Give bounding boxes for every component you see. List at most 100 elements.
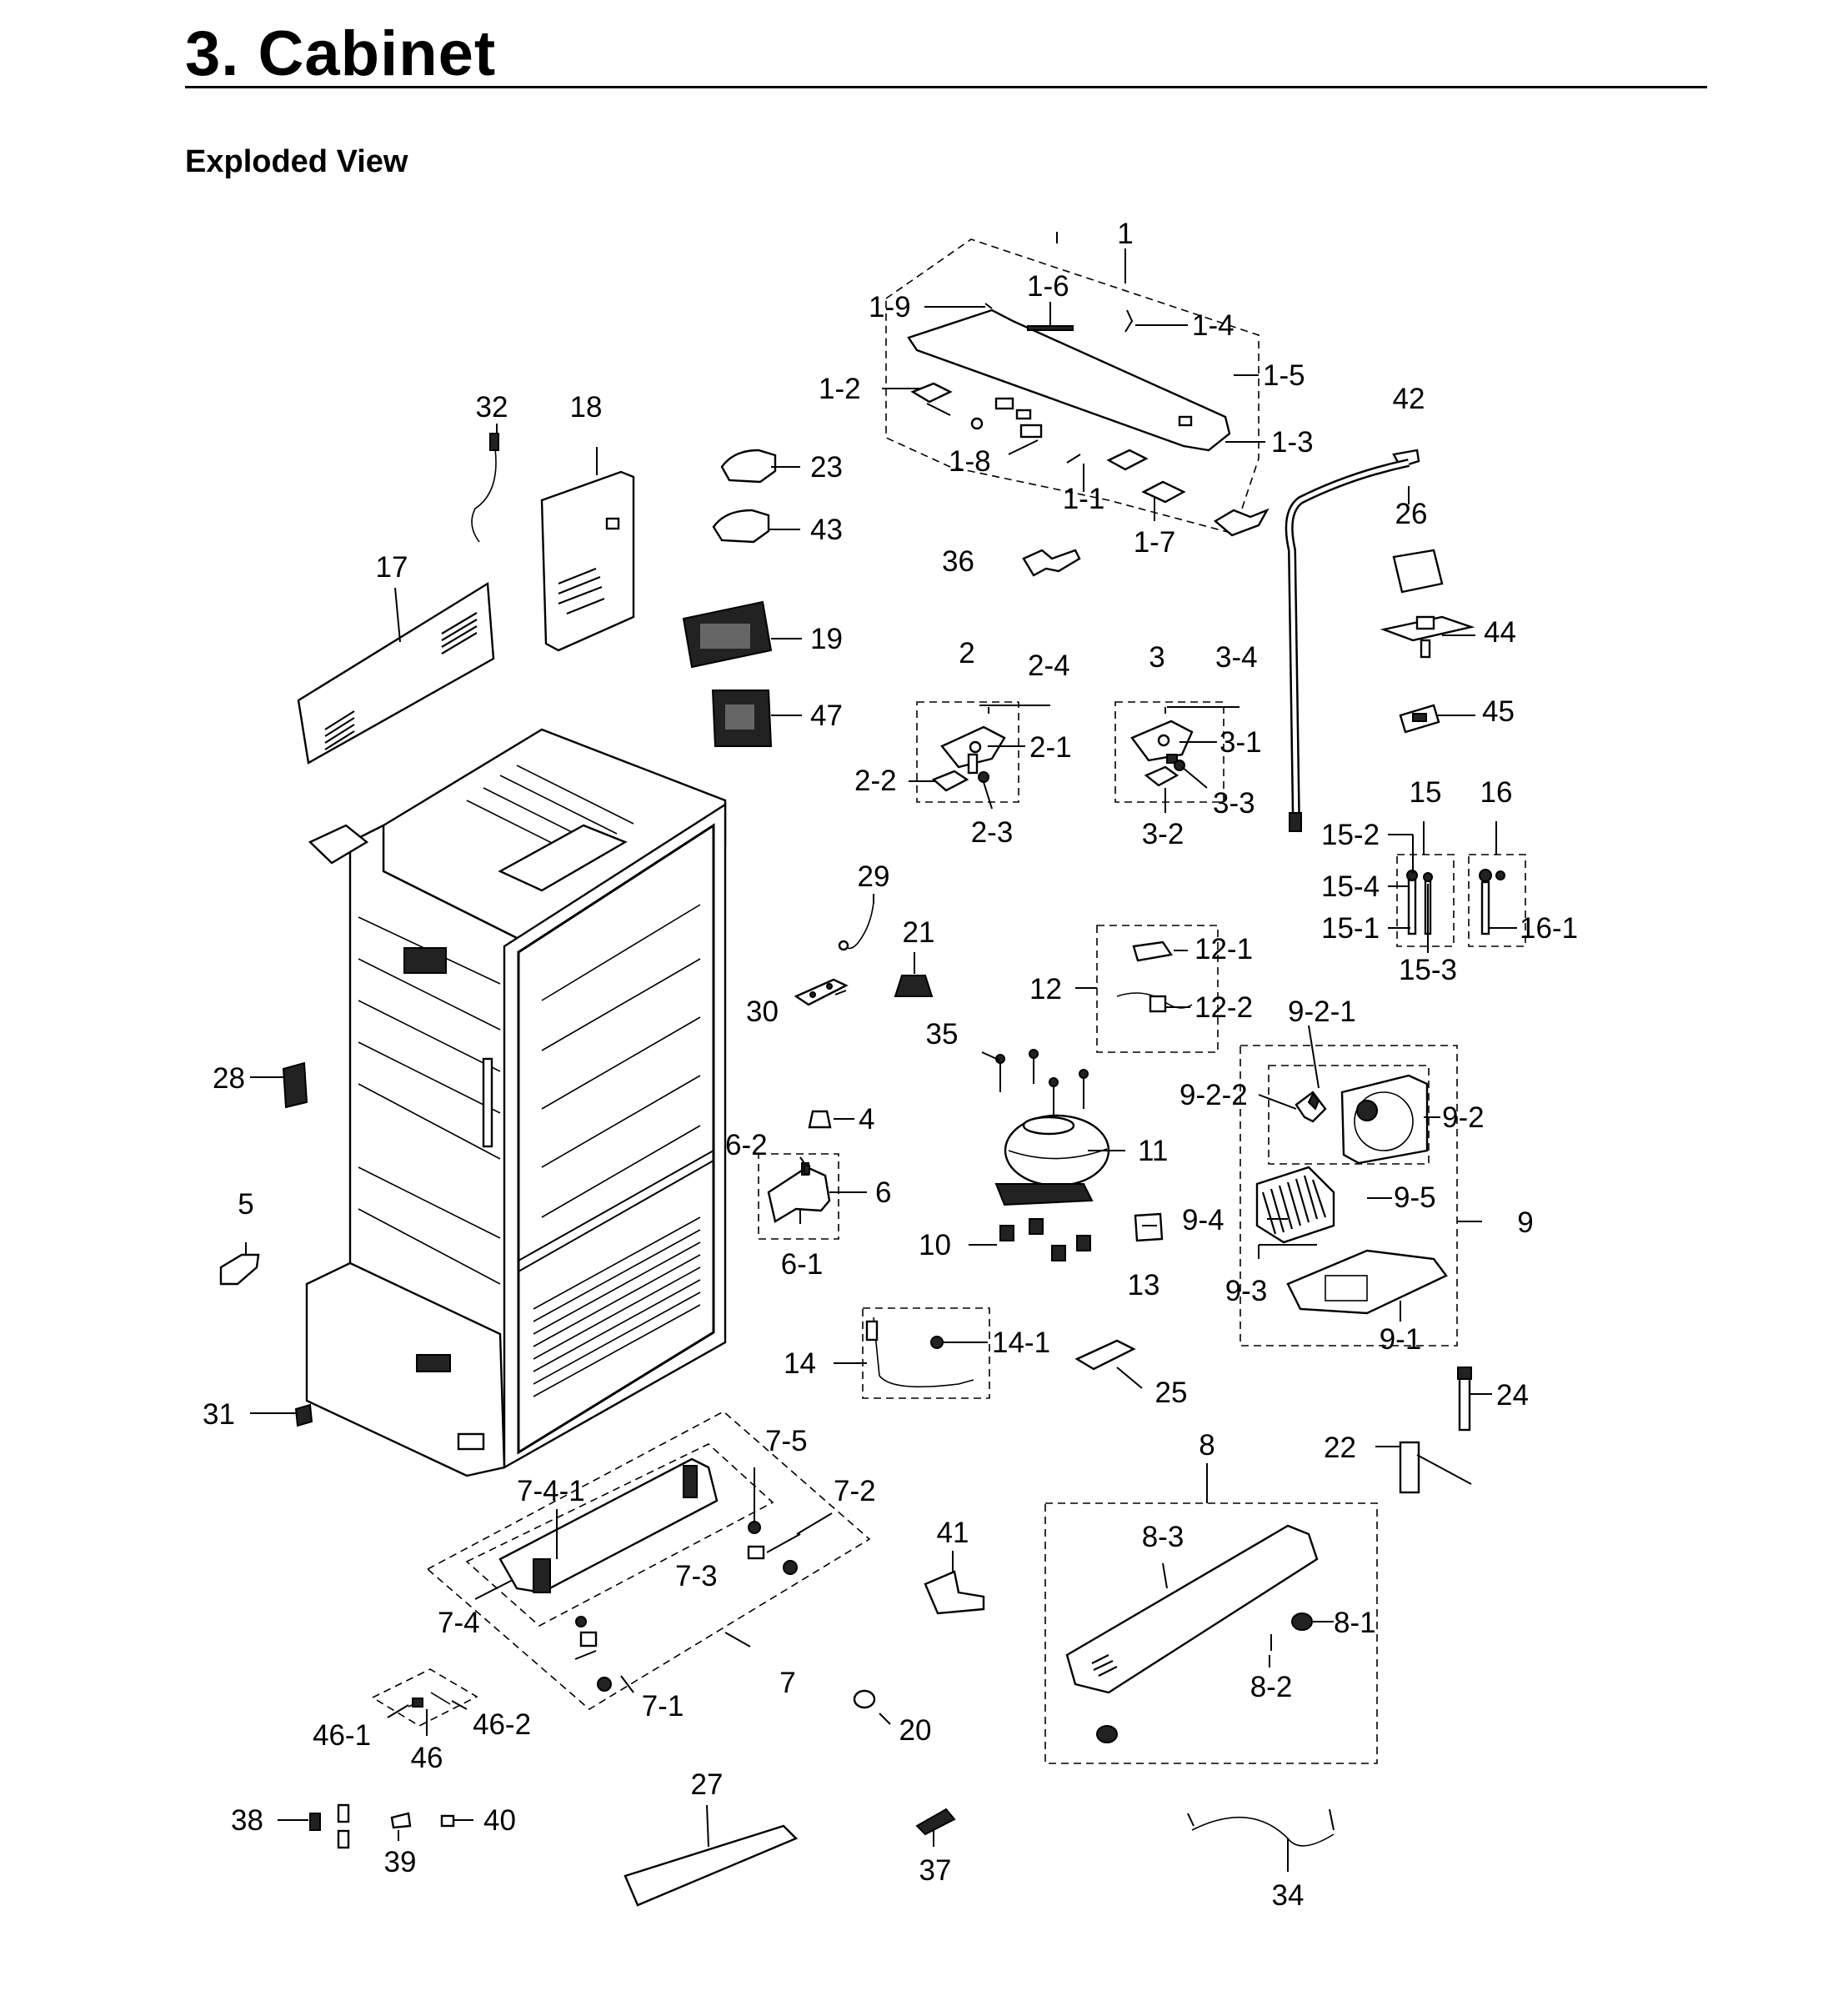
pin-icon [984, 303, 993, 309]
callout-6-2: 6-2 [725, 1129, 768, 1161]
callout-1-2: 1-2 [819, 373, 861, 405]
base-plate-icon [1065, 1524, 1319, 1743]
cover-panel-icon [540, 470, 635, 652]
callout-12-1: 12-1 [1194, 933, 1253, 965]
group-7-4-outline [465, 1443, 774, 1627]
callout-12: 12 [1029, 973, 1062, 1006]
callout-9-4: 9-4 [1182, 1204, 1224, 1236]
callout-1-3: 1-3 [1271, 426, 1314, 459]
top-hinge-cover-icon [907, 232, 1231, 452]
duct-icon [924, 1570, 985, 1615]
group-8-outline [1044, 1502, 1378, 1764]
callout-8-3: 8-3 [1142, 1521, 1184, 1553]
filter-pipe-icon [1480, 880, 1490, 935]
callout-labels: 1 1-1 1-2 1-3 1-4 1-5 1-6 1-7 1-8 1-9 2 … [203, 218, 1578, 1912]
callout-15-3: 15-3 [1399, 954, 1457, 986]
callout-18: 18 [570, 391, 603, 424]
callout-38: 38 [231, 1804, 263, 1837]
callout-9-2-2: 9-2-2 [1179, 1079, 1248, 1111]
filter-pipe-icon [1458, 1374, 1471, 1432]
callout-29: 29 [858, 860, 890, 893]
filter-icon [1399, 1441, 1420, 1494]
callout-20: 20 [899, 1714, 932, 1747]
door-trim-icon [624, 1824, 799, 1907]
hinge-clip-icon [1213, 508, 1270, 537]
bar-icon [1027, 325, 1074, 331]
cap-icon [440, 1814, 455, 1828]
callout-17: 17 [376, 551, 408, 584]
clip-icon [1124, 309, 1134, 333]
callout-2-1: 2-1 [1029, 731, 1072, 764]
callout-7-2: 7-2 [834, 1475, 876, 1507]
callout-27: 27 [691, 1768, 724, 1801]
cabinet-body-icon [305, 728, 727, 1477]
callout-9-3: 9-3 [1225, 1275, 1268, 1307]
cap-icon [894, 975, 934, 997]
parts [219, 232, 1505, 1907]
callout-15-4: 15-4 [1321, 870, 1380, 903]
callout-1-5: 1-5 [1263, 359, 1305, 392]
clip-icon [390, 1812, 412, 1829]
cap-icon [853, 1689, 876, 1709]
group-15-outline [1396, 854, 1455, 947]
group-9-2-outline [1268, 1065, 1430, 1165]
callout-2: 2 [959, 637, 974, 670]
callout-7-4: 7-4 [438, 1607, 480, 1639]
callout-1-8: 1-8 [949, 445, 991, 478]
callout-12-2: 12-2 [1194, 991, 1253, 1024]
bracket-icon [767, 1166, 831, 1223]
callout-3-3: 3-3 [1213, 787, 1255, 820]
callout-43: 43 [810, 514, 843, 546]
callout-9-2-1: 9-2-1 [1288, 995, 1356, 1028]
callout-26: 26 [1395, 498, 1428, 530]
callout-1-7: 1-7 [1134, 526, 1176, 559]
callout-1-9: 1-9 [869, 291, 911, 323]
callout-9-2: 9-2 [1442, 1101, 1485, 1134]
group-2-outline [916, 701, 1019, 803]
hinge-clip-icon [1022, 549, 1081, 577]
handle-cover-icon [712, 509, 770, 544]
bracket-icon [794, 978, 849, 1006]
callout-1-4: 1-4 [1192, 309, 1235, 342]
hinge-bracket-icon [219, 1253, 260, 1286]
callout-44: 44 [1484, 616, 1516, 649]
callout-3-2: 3-2 [1142, 818, 1184, 850]
callout-6: 6 [875, 1176, 891, 1209]
callout-2-3: 2-3 [971, 816, 1014, 849]
callout-28: 28 [213, 1062, 245, 1095]
callout-14: 14 [784, 1347, 816, 1380]
group-46-outline [371, 1668, 478, 1727]
callout-7-3: 7-3 [675, 1560, 718, 1592]
group-14-outline [862, 1307, 990, 1399]
callout-8-2: 8-2 [1250, 1671, 1293, 1703]
leader-lines [245, 248, 1517, 1872]
group-16-outline [1468, 854, 1526, 947]
title-rule [185, 86, 1707, 88]
callout-14-1: 14-1 [992, 1326, 1050, 1359]
callout-40: 40 [483, 1804, 516, 1837]
clip-icon [309, 1803, 350, 1849]
callout-5: 5 [238, 1188, 253, 1221]
callout-16-1: 16-1 [1520, 912, 1578, 945]
group-9-outline [1240, 1045, 1458, 1347]
page-title: 3. Cabinet [185, 18, 497, 89]
callout-16: 16 [1480, 776, 1513, 809]
callout-15-2: 15-2 [1321, 819, 1380, 851]
callout-23: 23 [810, 451, 843, 484]
callout-3-1: 3-1 [1219, 726, 1262, 759]
callout-7-4-1: 7-4-1 [517, 1475, 585, 1507]
back-panel-icon [297, 581, 495, 765]
callout-7-5: 7-5 [765, 1425, 808, 1457]
callout-9-1: 9-1 [1380, 1323, 1422, 1356]
callout-45: 45 [1482, 695, 1515, 728]
relay-icon [1134, 1212, 1164, 1242]
relay-icon [1132, 940, 1174, 962]
callout-22: 22 [1324, 1432, 1356, 1464]
callout-4: 4 [859, 1103, 874, 1136]
sub-pcb-icon [711, 690, 773, 747]
pad-icon [1141, 480, 1186, 504]
callout-32: 32 [476, 391, 508, 424]
callout-9-5: 9-5 [1394, 1181, 1436, 1214]
callout-7-1: 7-1 [642, 1690, 684, 1723]
